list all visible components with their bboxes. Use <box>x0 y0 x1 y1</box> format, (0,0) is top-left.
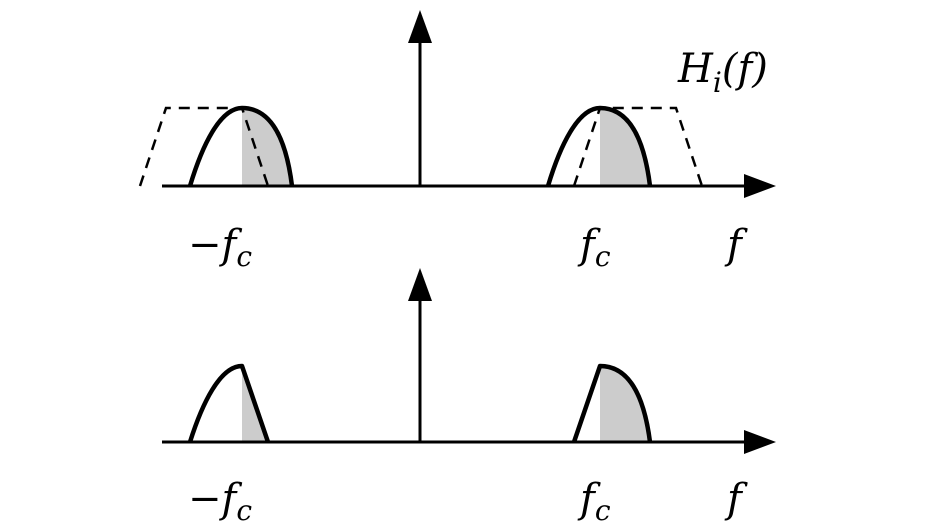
filter-label: Hi(f) <box>677 46 768 99</box>
top-frequency-axis-arrow-icon <box>744 174 776 198</box>
bottom-neg-signal-lobe <box>187 363 271 443</box>
top-pos-fc-label: fc <box>577 222 611 273</box>
bottom-vertical-axis-arrow-icon <box>408 268 432 301</box>
top-pos-shaded-region <box>600 108 650 186</box>
top-axis-f-label: f <box>724 222 748 268</box>
top-neg-fc-label: −fc <box>188 222 252 273</box>
bottom-frequency-axis-arrow-icon <box>744 430 776 454</box>
top-vertical-axis-arrow-icon <box>408 10 432 43</box>
top-neg-filter-dashed <box>138 106 270 187</box>
top-neg-shaded-region <box>242 108 292 186</box>
top-pos-filter-dashed <box>572 106 704 187</box>
bottom-panel: −fc fc f <box>162 268 776 527</box>
top-pos-signal-lobe <box>545 105 653 187</box>
top-neg-signal-lobe <box>187 105 295 187</box>
bottom-pos-fc-label: fc <box>577 476 611 527</box>
bottom-pos-shaded-region <box>600 366 650 442</box>
top-panel: Hi(f) −fc fc f <box>138 10 776 273</box>
bottom-neg-fc-label: −fc <box>188 476 252 527</box>
bottom-pos-signal-lobe <box>571 363 653 443</box>
bottom-axis-f-label: f <box>724 476 748 522</box>
